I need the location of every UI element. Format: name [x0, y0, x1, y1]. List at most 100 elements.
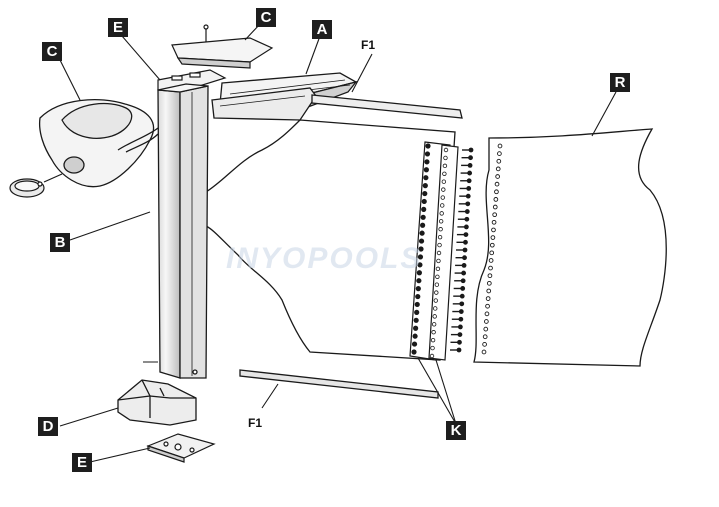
- strip-hole: [430, 337, 436, 343]
- panel-hole: [490, 235, 496, 240]
- panel-hole: [488, 265, 493, 271]
- label-a: A: [312, 20, 332, 39]
- bolt-head: [467, 162, 473, 168]
- nut: [411, 341, 418, 347]
- nut: [418, 238, 425, 244]
- strip-hole: [441, 179, 447, 184]
- fasteners-k: [411, 143, 474, 359]
- nut: [413, 317, 419, 323]
- label-b: B: [50, 233, 70, 252]
- nut: [425, 143, 431, 149]
- panel-hole: [497, 151, 502, 156]
- strip-hole: [438, 219, 444, 224]
- nut: [420, 222, 426, 228]
- panel-hole: [494, 189, 499, 195]
- nut: [414, 301, 420, 308]
- panel-hole: [485, 296, 491, 301]
- panel-hole: [481, 349, 487, 355]
- panel-hole: [489, 242, 495, 248]
- bolt-head: [468, 155, 473, 161]
- bolt-head: [466, 178, 472, 184]
- panel-hole: [484, 319, 489, 324]
- bolt-head: [464, 216, 470, 222]
- panel-hole: [494, 181, 500, 187]
- nut: [414, 309, 420, 315]
- panel-hole: [487, 273, 493, 279]
- bottom-track-f1: [239, 369, 439, 399]
- bottom-plate-e: [146, 433, 216, 463]
- nut: [418, 246, 424, 252]
- nut: [424, 151, 431, 157]
- strip-hole: [440, 195, 445, 200]
- panel-hole: [486, 280, 492, 286]
- nut: [421, 198, 427, 205]
- strip-hole: [436, 250, 442, 256]
- stabilizer-rail-f1-top: [311, 94, 463, 119]
- strip-hole: [435, 266, 441, 272]
- panel-hole: [496, 158, 502, 164]
- strip-hole: [431, 330, 436, 335]
- nut: [423, 175, 429, 181]
- label-d: D: [38, 417, 58, 436]
- strip-hole: [435, 274, 440, 279]
- strip-hole: [430, 345, 435, 351]
- nut: [424, 159, 430, 165]
- strip-hole: [437, 242, 442, 248]
- panel-hole: [493, 197, 499, 202]
- bolt-head: [458, 316, 464, 322]
- nut: [415, 286, 421, 292]
- bolt-head: [462, 255, 467, 261]
- panel-hole: [485, 303, 490, 309]
- label-f1-bottom: F1: [248, 416, 263, 430]
- bolt-head: [463, 224, 469, 230]
- panel-hole: [491, 227, 496, 233]
- nut: [420, 214, 426, 220]
- bolt-head: [456, 347, 462, 353]
- strip-hole: [441, 187, 446, 192]
- top-cap-c-small: [171, 24, 274, 69]
- strip-hole: [443, 147, 449, 153]
- strip-hole: [440, 203, 445, 208]
- panel-hole: [492, 212, 498, 218]
- nut: [417, 254, 424, 260]
- panel-hole: [492, 204, 498, 210]
- strip-hole: [429, 353, 435, 359]
- panel-hole: [484, 311, 490, 317]
- strip-hole: [431, 322, 437, 327]
- panel-hole: [495, 174, 500, 179]
- strip-hole: [442, 171, 447, 176]
- panel-hole: [489, 250, 495, 256]
- strip-hole: [432, 314, 437, 319]
- nut: [416, 270, 422, 276]
- bolt-head: [464, 209, 470, 214]
- bottom-plate-d: [117, 379, 197, 426]
- bolt-head: [465, 193, 471, 199]
- bolt-head: [466, 186, 472, 191]
- wall-panel-r-holes: [481, 143, 503, 355]
- panel-hole: [486, 288, 492, 294]
- wall-panel-main: [205, 119, 456, 361]
- nut: [423, 167, 429, 173]
- bolt-head: [462, 247, 468, 253]
- panel-edge-channel: [409, 141, 459, 361]
- strip-hole: [438, 227, 443, 232]
- panel-hole: [482, 334, 488, 340]
- panel-hole: [482, 342, 487, 347]
- watermark-logo: INYOPOOLS: [226, 242, 423, 275]
- cap-cover-oval: [9, 173, 63, 198]
- label-e-bottom: E: [72, 453, 92, 472]
- strip-hole: [433, 306, 438, 311]
- panel-hole: [497, 143, 503, 149]
- nut: [415, 293, 421, 300]
- bolt-head: [457, 324, 463, 330]
- strip-hole: [436, 258, 441, 264]
- upright-post-b: [143, 83, 209, 379]
- panel-hole: [483, 326, 489, 332]
- bolt-head: [457, 339, 462, 345]
- nut: [413, 325, 419, 331]
- strip-hole: [434, 282, 440, 287]
- wall-panel-r: [473, 128, 667, 367]
- bolt-head: [467, 170, 473, 176]
